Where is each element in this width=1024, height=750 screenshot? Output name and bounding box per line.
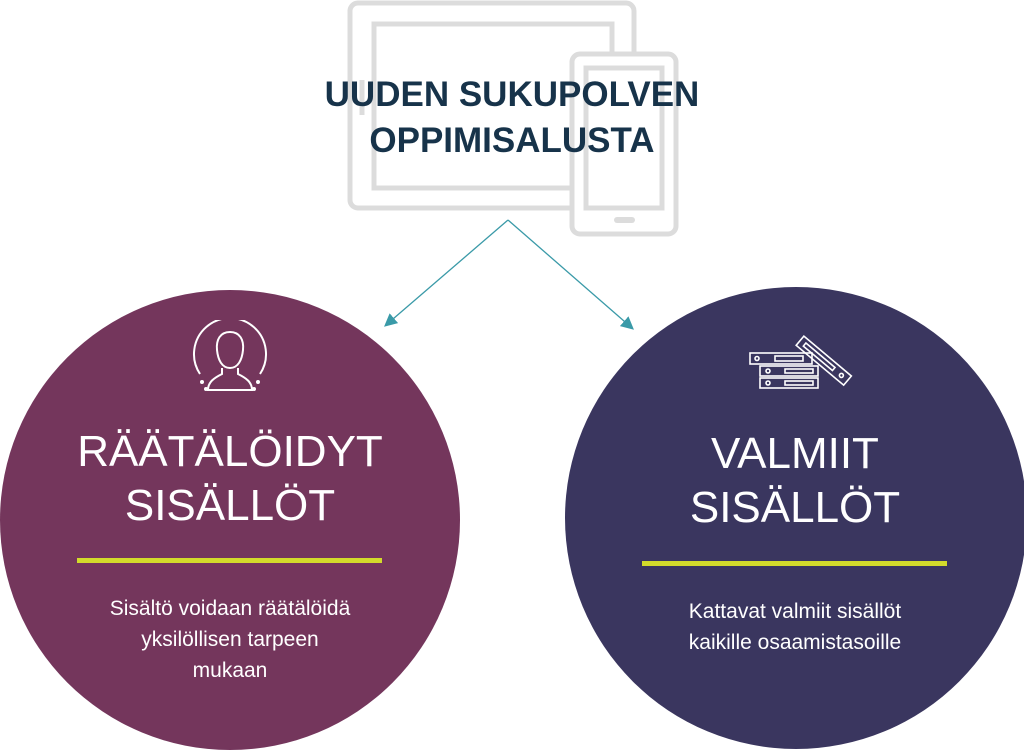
right-desc-line-2: kaikille osaamistasoille (688, 631, 902, 654)
page-title: UUDEN SUKUPOLVEN OPPIMISALUSTA (262, 72, 762, 164)
stacked-documents-icon (749, 334, 853, 389)
left-divider (77, 558, 382, 563)
ready-content-circle: VALMIIT SISÄLLÖT Kattavat valmiit sisäll… (565, 287, 1024, 749)
left-desc-line-2: yksilöllisen tarpeen (141, 628, 319, 651)
left-desc-line-1: Sisältö voidaan räätälöidä (109, 597, 351, 620)
left-heading: RÄÄTÄLÖIDYT SISÄLLÖT (30, 425, 430, 533)
right-heading-line-2: SISÄLLÖT (689, 483, 901, 532)
right-heading-line-1: VALMIIT (711, 429, 879, 478)
left-heading-line-1: RÄÄTÄLÖIDYT (77, 427, 383, 476)
right-description: Kattavat valmiit sisällöt kaikille osaam… (615, 596, 975, 658)
right-divider (642, 561, 947, 566)
phone-icon (569, 51, 679, 237)
title-line-1: UUDEN SUKUPOLVEN (324, 75, 700, 114)
right-heading: VALMIIT SISÄLLÖT (595, 427, 995, 535)
left-description: Sisältö voidaan räätälöidä yksilöllisen … (50, 593, 410, 686)
right-desc-line-1: Kattavat valmiit sisällöt (688, 600, 902, 623)
arrow-right (507, 219, 634, 330)
user-icon (193, 320, 267, 391)
left-heading-line-2: SISÄLLÖT (124, 481, 336, 530)
title-line-2: OPPIMISALUSTA (369, 121, 655, 160)
custom-content-circle: RÄÄTÄLÖIDYT SISÄLLÖT Sisältö voidaan rää… (0, 290, 460, 750)
arrow-left (384, 219, 509, 327)
left-desc-line-3: mukaan (192, 659, 268, 682)
